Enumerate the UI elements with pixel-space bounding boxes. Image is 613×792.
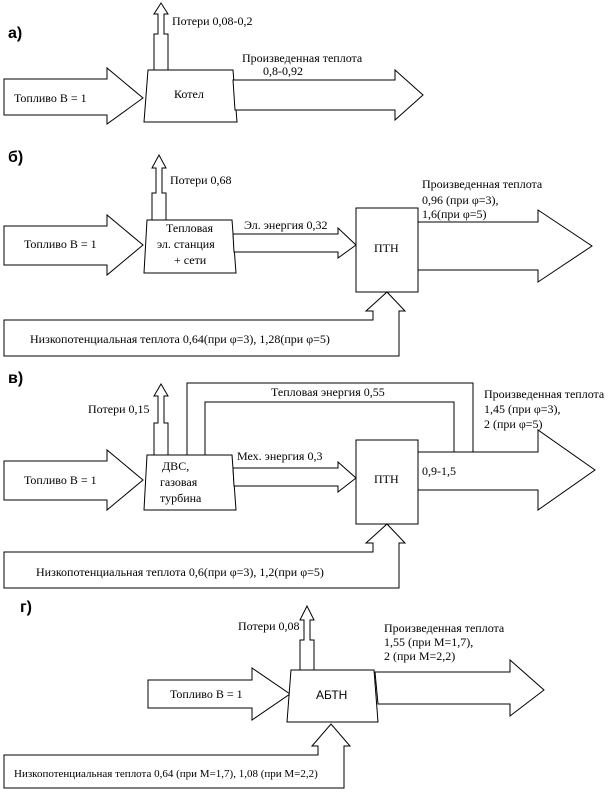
panel-c: в) Топливо В = 1 Потери 0,15 Тепловая эн…	[3, 370, 605, 589]
panel-b: б) Топливо В = 1 Потери 0,68 Тепловая эл…	[3, 149, 593, 357]
losses-arrow-c	[153, 383, 169, 456]
boiler-label: Котел	[174, 87, 204, 101]
output-arrow-c	[417, 429, 596, 511]
thermal-label: Тепловая энергия 0,55	[271, 385, 385, 399]
boiler-block	[143, 69, 238, 123]
output-line1-c: 1,45 (при φ=3),	[484, 402, 561, 416]
losses-label-c: Потери 0,15	[88, 402, 150, 416]
panel-a-letter: а)	[8, 25, 22, 42]
ptn-out-label: 0,9-1,5	[422, 464, 456, 478]
engine-label-2: газовая	[160, 475, 198, 489]
abtn-block	[286, 669, 379, 723]
mech-label: Мех. энергия 0,3	[237, 449, 322, 463]
output-title-c: Произведенная теплота	[484, 387, 605, 401]
mech-arrow	[232, 460, 357, 494]
losses-arrow-a	[153, 2, 169, 71]
output-arrow-b	[417, 209, 593, 283]
lowgrade-label-b: Низкопотенциальная теплота 0,64(при φ=3)…	[30, 332, 330, 346]
losses-label-d: Потери 0,08	[238, 619, 300, 633]
panel-b-letter: б)	[8, 149, 23, 166]
output-arrow-d	[374, 658, 545, 718]
engine-label-1: ДВС,	[162, 459, 189, 473]
fuel-arrow-d	[147, 667, 291, 721]
fuel-arrow-b	[3, 213, 144, 277]
lowgrade-arrow-d	[3, 723, 352, 789]
fuel-arrow-c	[3, 448, 144, 512]
fuel-label-d: Топливо В = 1	[170, 687, 243, 701]
losses-label-b: Потери 0,68	[170, 173, 232, 187]
power-plant-block	[143, 219, 237, 274]
panel-c-letter: в)	[8, 370, 23, 387]
panel-d: г) Топливо В = 1 Потери 0,08 АБТН Произв…	[3, 599, 545, 789]
panel-a: а) Топливо В = 1 Потери 0,08-0,2 Котел П…	[3, 2, 424, 125]
output-line1-b: 0,96 (при φ=3),	[422, 193, 499, 207]
engine-label-3: турбина	[160, 491, 202, 505]
abtn-label: АБТН	[316, 688, 347, 702]
lowgrade-arrow-c	[3, 523, 407, 589]
fuel-label-c: Топливо В = 1	[24, 473, 97, 487]
losses-arrow-b	[151, 153, 167, 223]
power-plant-label-3: + сети	[174, 253, 207, 267]
output-value-a: 0,8-0,92	[263, 64, 303, 78]
ptn-block-c	[355, 439, 419, 525]
lowgrade-arrow-b	[3, 291, 407, 357]
output-line1-d: 1,55 (при М=1,7),	[384, 635, 473, 649]
thermal-bypass-pipe	[186, 382, 474, 455]
ptn-label-c: ПТН	[374, 472, 399, 486]
lowgrade-label-d: Низкопотенциальная теплота 0,64 (при М=1…	[14, 768, 318, 780]
electric-label: Эл. энергия 0,32	[244, 218, 328, 232]
output-title-d: Произведенная теплота	[384, 621, 505, 635]
power-plant-label-1: Тепловая	[166, 221, 213, 235]
output-line2-d: 2 (при М=2,2)	[384, 649, 455, 663]
thermal-bypass-inner	[204, 401, 455, 455]
ptn-label-b: ПТН	[374, 241, 399, 255]
losses-label-a: Потери 0,08-0,2	[172, 14, 253, 28]
output-title-b: Произведенная теплота	[422, 177, 543, 191]
power-plant-label-2: эл. станция	[157, 237, 215, 251]
panel-d-letter: г)	[20, 599, 32, 616]
lowgrade-label-c: Низкопотенциальная теплота 0,6(при φ=3),…	[36, 565, 324, 579]
output-title-a: Произведенная теплота	[242, 51, 363, 65]
fuel-label-a: Топливо В = 1	[14, 91, 87, 105]
engine-block	[143, 454, 237, 511]
output-line2-c: 2 (при φ=5)	[484, 417, 543, 431]
fuel-arrow-a	[3, 66, 144, 125]
output-arrow-a	[232, 68, 424, 122]
fuel-label-b: Топливо В = 1	[24, 237, 97, 251]
electric-arrow	[232, 226, 357, 259]
output-line2-b: 1,6(при φ=5)	[422, 207, 487, 221]
losses-arrow-d	[299, 604, 315, 673]
